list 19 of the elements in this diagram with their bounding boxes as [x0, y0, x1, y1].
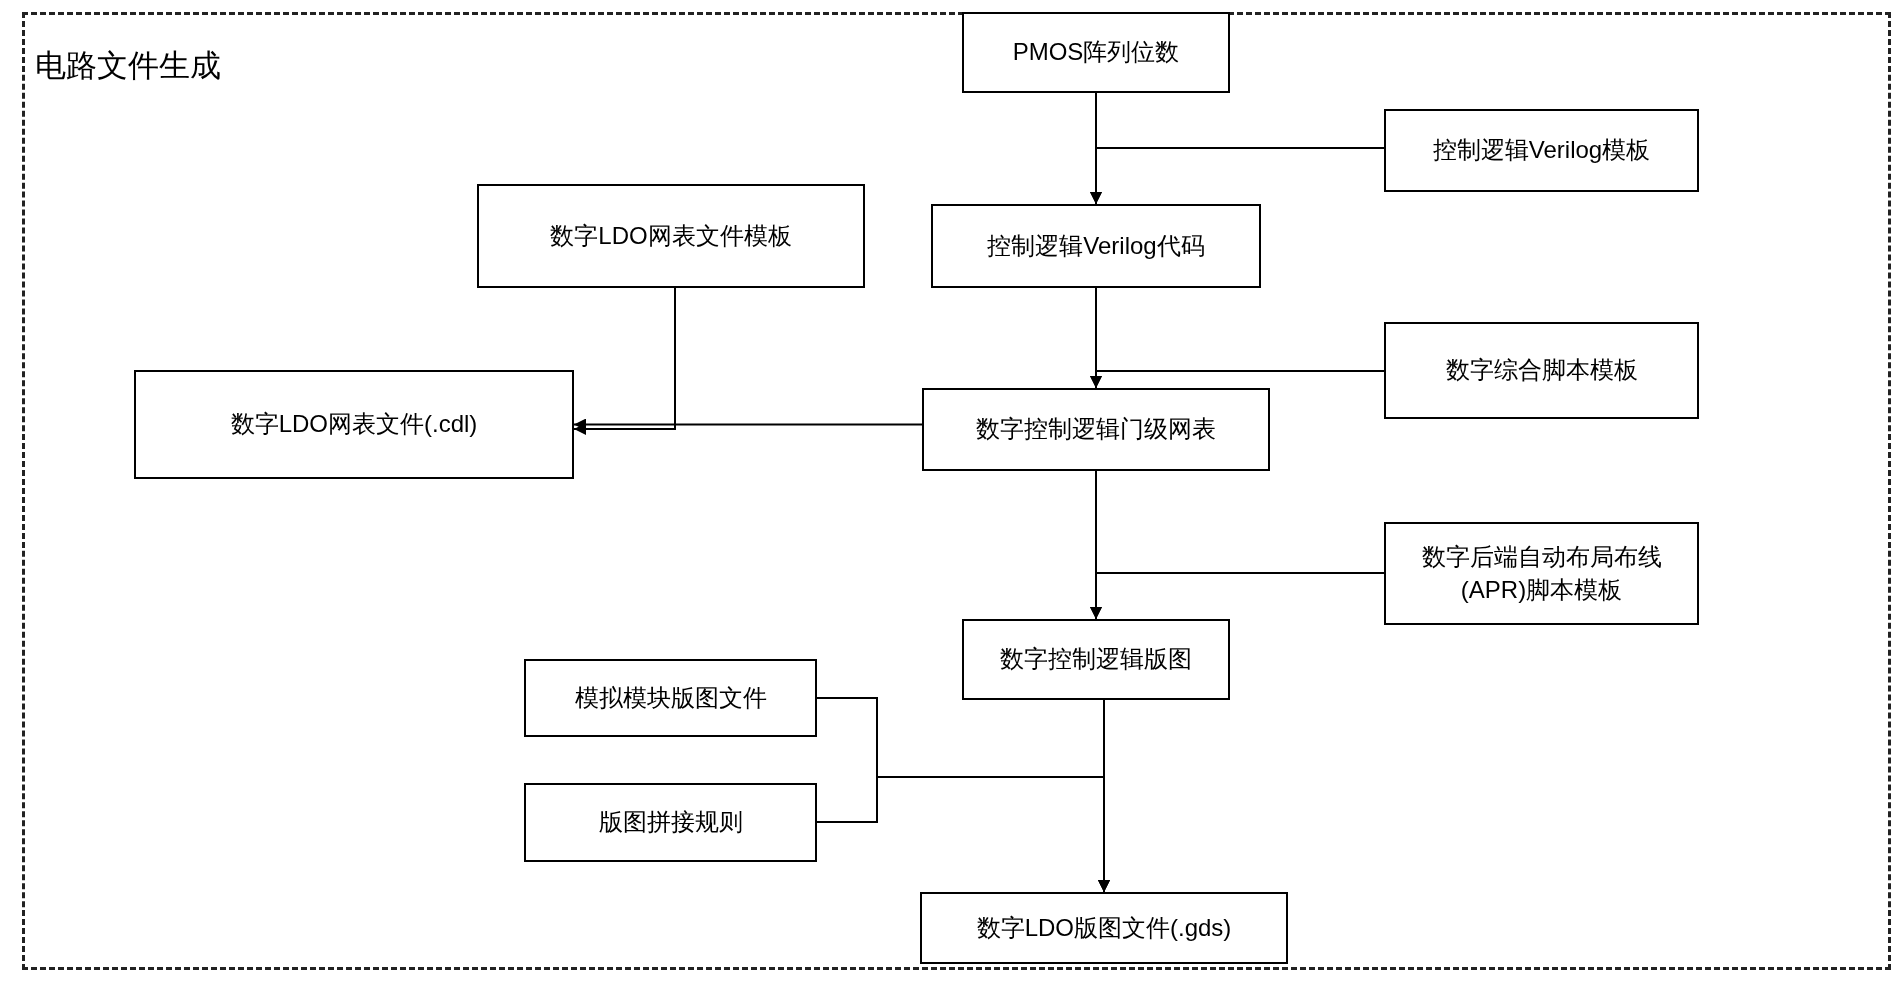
process-box: 数字综合脚本模板	[1384, 322, 1699, 419]
arrow	[1090, 147, 1385, 205]
process-box: 数字控制逻辑版图	[962, 619, 1230, 700]
arrow	[816, 776, 1110, 893]
arrow	[573, 287, 676, 435]
process-box: 数字LDO网表文件模板	[477, 184, 865, 288]
process-box: 版图拼接规则	[524, 783, 817, 862]
process-box: 控制逻辑Verilog代码	[931, 204, 1261, 288]
process-box: 控制逻辑Verilog模板	[1384, 109, 1699, 192]
group-title: 电路文件生成	[35, 47, 221, 85]
process-box: 数字后端自动布局布线 (APR)脚本模板	[1384, 522, 1699, 625]
process-box: 数字LDO网表文件(.cdl)	[134, 370, 574, 479]
process-box: 模拟模块版图文件	[524, 659, 817, 737]
process-box: PMOS阵列位数	[962, 12, 1230, 93]
process-box: 数字控制逻辑门级网表	[922, 388, 1270, 471]
arrow	[1090, 572, 1385, 620]
arrow	[1090, 370, 1385, 389]
process-box: 数字LDO版图文件(.gds)	[920, 892, 1288, 964]
dashed-group-frame	[22, 12, 1891, 970]
